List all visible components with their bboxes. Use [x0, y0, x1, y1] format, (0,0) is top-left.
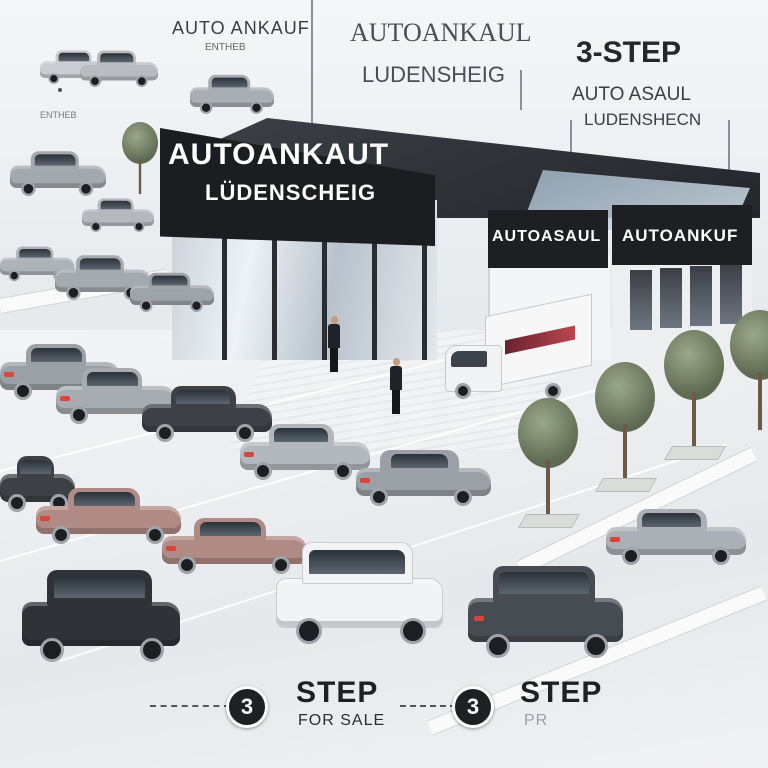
tree — [594, 362, 658, 492]
leader-dot — [58, 88, 62, 92]
car — [142, 382, 272, 444]
leader-line — [311, 0, 313, 200]
window-frame — [222, 200, 227, 360]
person — [390, 358, 402, 414]
car — [22, 566, 180, 666]
car — [56, 364, 176, 426]
side-window — [720, 264, 742, 324]
leader-line — [520, 70, 522, 110]
step-title-left: STEP — [296, 676, 379, 709]
main-sign-line2: LÜDENSCHEIG — [205, 180, 377, 205]
step-subtitle-right: PR — [524, 712, 549, 729]
side-window — [630, 270, 652, 330]
window-frame — [422, 200, 427, 360]
car — [240, 420, 370, 482]
car — [36, 484, 181, 546]
car — [276, 538, 443, 648]
heading-top-left: AUTO ANKAUF — [172, 18, 310, 38]
step-badge-left: 3 — [226, 686, 268, 728]
side-window — [660, 268, 682, 328]
tree — [517, 398, 581, 528]
window-frame — [272, 200, 277, 360]
window-frame — [372, 200, 377, 360]
person — [328, 316, 340, 372]
wing-sign-board — [488, 210, 608, 268]
car — [130, 270, 214, 313]
step-connector — [150, 705, 230, 707]
step-badge-right: 3 — [452, 686, 494, 728]
main-sign-line1: AUTOANKAUT — [168, 138, 390, 171]
wing-sign-right: AUTOANKUF — [622, 226, 739, 245]
step-connector — [400, 705, 456, 707]
delivery-van — [445, 293, 592, 400]
car — [80, 48, 158, 88]
tree — [663, 330, 727, 460]
car — [10, 148, 106, 198]
step-title-right: STEP — [520, 676, 603, 709]
window-frame — [322, 200, 327, 360]
side-window — [690, 266, 712, 326]
car — [162, 514, 307, 576]
wing-sign-left: AUTOASAUL — [492, 228, 602, 245]
heading-top-left-sub: ENTHEB — [205, 42, 246, 53]
wing-sign-board-right — [612, 205, 752, 265]
heading-top-center-sub: LUDENSHEIG — [362, 62, 506, 87]
heading-top-center: AUTOANKAUL — [350, 18, 532, 47]
small-tag: ENTHEB — [40, 110, 77, 120]
heading-top-right: AUTO ASAUL — [572, 84, 691, 105]
car — [356, 446, 491, 508]
car — [468, 562, 623, 662]
tree — [122, 122, 158, 200]
car — [606, 505, 746, 567]
car — [55, 252, 151, 302]
heading-top-right-step: 3-STEP — [576, 36, 682, 69]
car — [82, 196, 154, 233]
step-subtitle-left: FOR SALE — [298, 712, 386, 729]
heading-top-right-sub: LUDENSHECN — [584, 110, 702, 129]
tree — [730, 310, 768, 440]
car — [190, 72, 274, 115]
car — [0, 452, 75, 514]
leader-line — [728, 120, 730, 210]
